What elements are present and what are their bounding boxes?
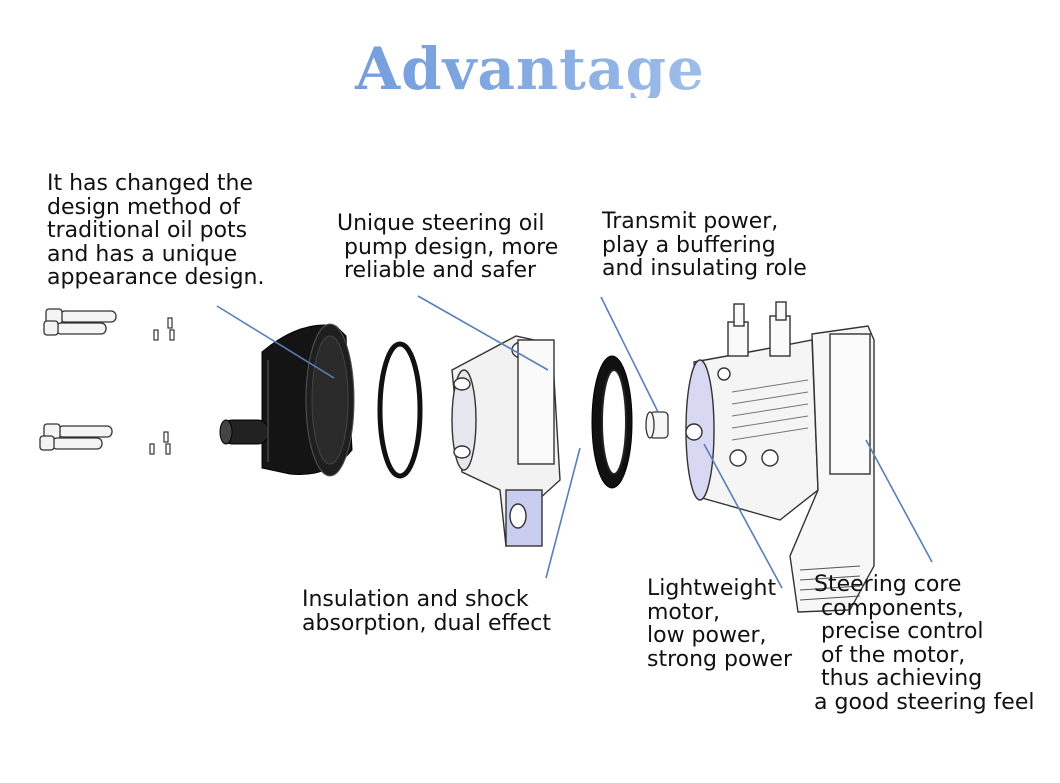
leader-line-controller xyxy=(865,439,933,563)
bolt-set-bottom xyxy=(39,423,113,451)
callout-coupling: Transmit power, play a buffering and ins… xyxy=(602,209,807,281)
o-ring-part xyxy=(377,341,423,479)
leader-line-insulation xyxy=(545,447,581,579)
pump-housing-part xyxy=(451,335,561,547)
callout-motor: Lightweight motor, low power, strong pow… xyxy=(647,576,793,672)
oil-pot-part xyxy=(219,323,355,477)
coupling-part xyxy=(645,411,669,439)
leader-lines xyxy=(216,295,933,589)
callout-pump: Unique steering oil pump design, more re… xyxy=(337,211,559,283)
callout-oil-pot: It has changed the design method of trad… xyxy=(47,171,265,290)
bolt-set-top xyxy=(43,308,117,336)
leader-line-motor xyxy=(703,443,783,589)
callout-controller: Steering core components, precise contro… xyxy=(814,572,1035,715)
leader-line-pump xyxy=(417,295,549,371)
page-title: Advantage xyxy=(0,40,1060,98)
leader-line-coupling xyxy=(600,296,659,413)
controller-part xyxy=(789,325,875,613)
leader-line-oil-pot xyxy=(216,305,335,379)
callout-insulation: Insulation and shock absorption, dual ef… xyxy=(302,587,551,636)
insulation-gasket-part xyxy=(591,355,633,489)
motor-part xyxy=(685,301,819,521)
pin-set xyxy=(149,317,175,455)
